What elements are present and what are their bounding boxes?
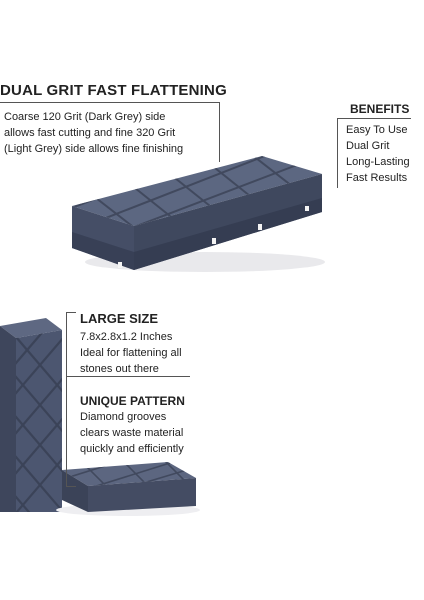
headline-line: Coarse 120 Grit (Dark Grey) side — [4, 111, 166, 123]
size-line: stones out there — [80, 363, 159, 375]
benefits-divider — [337, 118, 411, 119]
benefits-title: BENEFITS — [350, 102, 410, 116]
pattern-line: quickly and efficiently — [80, 443, 184, 455]
headline-description: Coarse 120 Grit (Dark Grey) side allows … — [4, 109, 209, 157]
pattern-line: clears waste material — [80, 427, 184, 439]
pattern-description: Diamond grooves clears waste material qu… — [80, 409, 210, 457]
features-bracket-top — [66, 312, 76, 313]
benefits-bracket — [337, 118, 338, 188]
size-line: Ideal for flattening all — [80, 347, 182, 359]
benefit-item: Dual Grit — [346, 140, 390, 152]
benefit-item: Long-Lasting — [346, 156, 410, 168]
features-divider — [66, 376, 190, 377]
benefit-item: Easy To Use — [346, 124, 408, 136]
size-title: LARGE SIZE — [80, 311, 159, 326]
benefits-list: Easy To Use Dual Grit Long-Lasting Fast … — [346, 122, 410, 186]
headline-title: DUAL GRIT FAST FLATTENING — [0, 82, 227, 99]
headline-divider — [0, 102, 220, 103]
headline-line: (Light Grey) side allows fine finishing — [4, 143, 184, 155]
size-description: 7.8x2.8x1.2 Inches Ideal for flattening … — [80, 329, 210, 377]
headline-line: allows fast cutting and fine 320 Grit — [4, 127, 176, 139]
pattern-title: UNIQUE PATTERN — [80, 394, 185, 408]
features-bracket — [66, 312, 67, 487]
pattern-line: Diamond grooves — [80, 411, 167, 423]
benefit-item: Fast Results — [346, 172, 408, 184]
size-line: 7.8x2.8x1.2 Inches — [80, 331, 173, 343]
headline-bracket — [219, 102, 220, 162]
features-bracket-bottom — [66, 486, 76, 487]
